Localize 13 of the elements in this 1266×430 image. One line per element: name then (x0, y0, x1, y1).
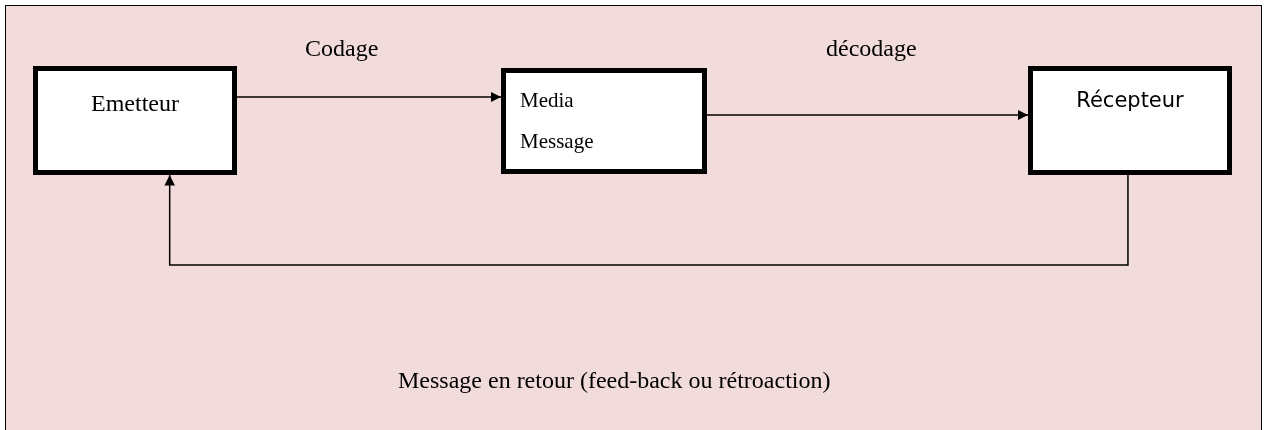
node-text: Récepteur (1076, 87, 1184, 114)
node-text: Media (520, 87, 574, 114)
node-text: Emetteur (91, 89, 179, 118)
process-box (33, 66, 237, 175)
arrow (164, 174, 1129, 266)
annotation-text: décodage (826, 34, 917, 63)
annotation-text: Message en retour (feed-back ou rétroaction) (398, 366, 831, 395)
arrow (236, 91, 502, 103)
annotation-text: Codage (305, 34, 379, 63)
node-text: Message (520, 127, 594, 155)
process-box (1028, 66, 1232, 175)
process-box (501, 68, 707, 174)
arrow (706, 109, 1029, 121)
